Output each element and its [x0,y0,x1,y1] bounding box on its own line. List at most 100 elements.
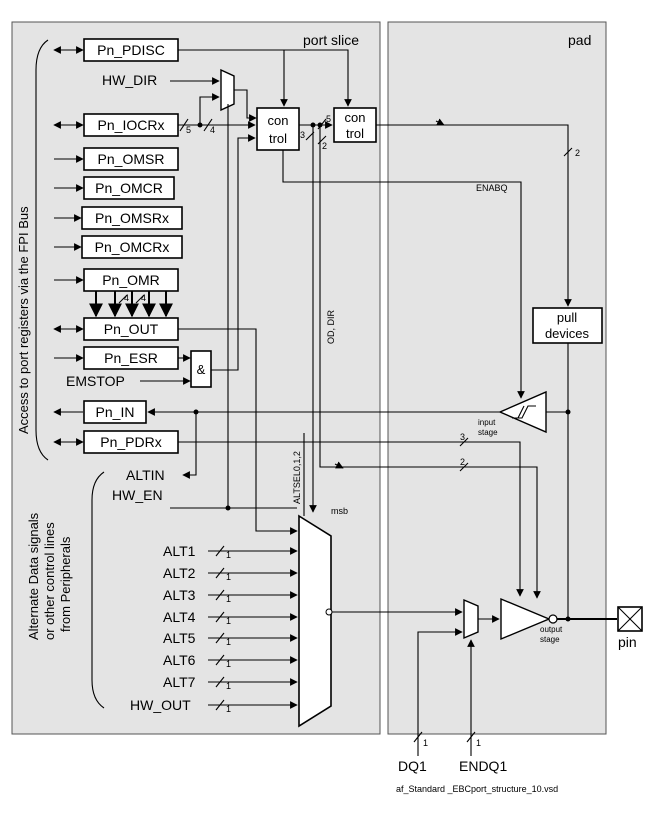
endq1-label: ENDQ1 [459,758,507,774]
port-slice-label: port slice [303,32,359,48]
pad-label: pad [568,32,591,48]
output-stage-buffer: output stage [500,597,563,644]
svg-text:2: 2 [460,457,465,467]
svg-text:stage: stage [540,635,560,644]
svg-text:Pn_ESR: Pn_ESR [104,350,158,366]
alt-output-mux [298,514,332,728]
svg-text:Pn_IN: Pn_IN [96,404,135,420]
alt-input-4: ALT4 1 [163,609,298,626]
enabq-label: ENABQ [476,183,508,193]
svg-text:con: con [345,110,366,125]
register-omr: Pn_OMR [83,268,179,292]
register-omcrx: Pn_OMCRx [81,235,183,259]
alt-side-label-2: or other control lines [42,522,57,640]
hw-en-label: HW_EN [112,487,163,503]
alt-input-2: ALT2 1 [163,565,298,582]
svg-text:trol: trol [346,126,364,141]
pin-pad-icon [617,606,643,632]
register-out: Pn_OUT [83,317,179,341]
svg-text:5: 5 [326,114,331,124]
hw-dir-mux [220,68,235,112]
svg-text:1: 1 [423,738,428,748]
msb-label: msb [331,506,348,516]
alt-input-3: ALT3 1 [163,587,298,604]
svg-text:ALT4: ALT4 [163,609,196,625]
svg-text:devices: devices [545,326,590,341]
alt-input-list: ALT1 1 ALT2 1 ALT3 1 ALT4 1 ALT5 1 ALT6 … [130,543,298,714]
svg-text:4: 4 [210,125,215,135]
svg-text:Pn_PDISC: Pn_PDISC [97,42,165,58]
register-in: Pn_IN [83,400,147,424]
register-pdr: Pn_PDRx [83,430,179,454]
alt-side-label-3: from Peripherals [58,536,73,632]
svg-text:output: output [540,625,563,634]
and-gate: & [190,350,212,388]
control-block-1: con trol [256,107,300,151]
svg-text:Pn_OMCRx: Pn_OMCRx [95,239,170,255]
svg-text:1: 1 [226,681,231,691]
altsel-label: ALTSEL0,1,2 [292,451,302,504]
dq1-mux [463,598,479,640]
alt-input-1: ALT1 1 [163,543,298,560]
svg-text:Pn_OMSR: Pn_OMSR [98,151,165,167]
svg-text:2: 2 [322,141,327,151]
svg-text:1: 1 [226,616,231,626]
fpi-bracket [35,39,49,461]
altin-label: ALTIN [126,467,165,483]
input-stage-buffer: input stage [478,390,547,437]
pad-region [387,21,607,735]
svg-text:pull: pull [557,310,577,325]
svg-text:3: 3 [300,130,305,140]
svg-text:ALT1: ALT1 [163,543,196,559]
svg-text:2: 2 [575,148,580,158]
svg-text:Pn_OMCR: Pn_OMCR [95,180,163,196]
hw-dir-label: HW_DIR [102,72,157,88]
svg-text:Pn_PDRx: Pn_PDRx [100,434,161,450]
register-pdisc: Pn_PDISC [83,38,179,62]
alt-input-5: ALT5 1 [163,630,298,647]
register-esr: Pn_ESR [83,346,179,370]
pull-devices-block: pull devices [532,307,603,344]
svg-text:Pn_IOCRx: Pn_IOCRx [98,117,165,133]
svg-text:ALT3: ALT3 [163,587,196,603]
od-dir-label: OD, DIR [326,309,336,344]
svg-text:Pn_OUT: Pn_OUT [104,321,159,337]
svg-text:4: 4 [141,293,146,303]
svg-text:1: 1 [226,572,231,582]
svg-text:1: 1 [226,659,231,669]
svg-text:1: 1 [226,594,231,604]
svg-text:4: 4 [124,293,129,303]
svg-text:con: con [268,113,289,128]
fpi-side-label: Access to port registers via the FPI Bus [16,206,31,434]
alt-bracket [91,471,105,709]
svg-text:1: 1 [226,704,231,714]
emstop-label: EMSTOP [66,373,125,389]
svg-text:ALT5: ALT5 [163,630,196,646]
alt-side-label-1: Alternate Data signals [26,512,41,640]
alt-input-6: ALT6 1 [163,652,298,669]
svg-text:HW_OUT: HW_OUT [130,697,191,713]
svg-text:input: input [478,418,496,427]
svg-text:1: 1 [476,738,481,748]
svg-text:&: & [197,362,206,377]
register-omsr: Pn_OMSR [83,147,179,171]
control-block-2: con trol [333,107,377,143]
pin-label: pin [618,634,637,650]
omr-to-out-bus: 4 4 [89,291,173,318]
register-omcr: Pn_OMCR [83,176,175,200]
svg-text:1: 1 [226,637,231,647]
footer-filename: af_Standard _EBCport_structure_10.vsd [396,784,558,794]
alt-input-7: ALT7 1 [163,674,298,691]
svg-text:stage: stage [478,428,498,437]
svg-text:Pn_OMSRx: Pn_OMSRx [95,210,169,226]
svg-text:1: 1 [226,550,231,560]
dq1-label: DQ1 [398,758,427,774]
svg-text:Pn_OMR: Pn_OMR [102,272,160,288]
svg-text:ALT6: ALT6 [163,652,196,668]
svg-text:5: 5 [186,125,191,135]
register-iocr: Pn_IOCRx [83,113,179,137]
alt-input-hw-out: HW_OUT 1 [130,697,298,714]
svg-text:trol: trol [269,131,287,146]
svg-text:ALT2: ALT2 [163,565,196,581]
